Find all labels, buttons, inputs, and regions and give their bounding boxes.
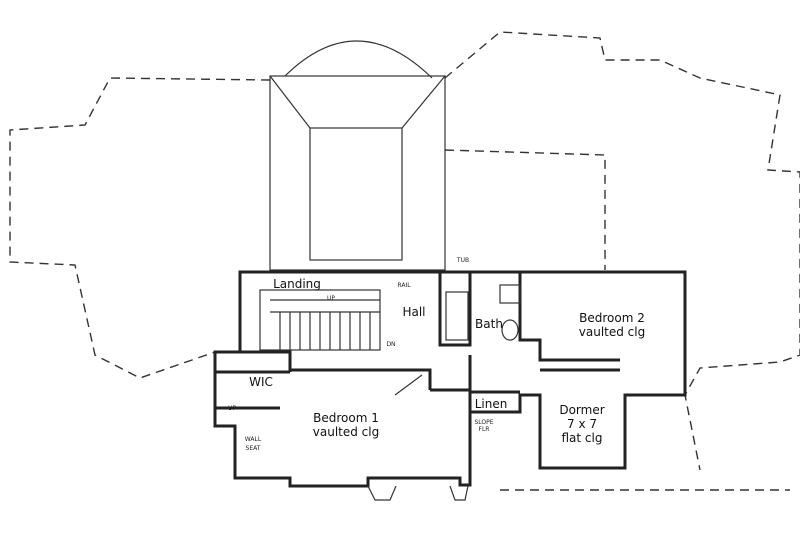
label-dormer-name: Dormer	[559, 403, 604, 417]
label-bedroom2-note: vaulted clg	[579, 325, 645, 339]
annotation-flr: FLR	[479, 426, 490, 433]
label-hall: Hall	[402, 305, 425, 319]
label-landing: Landing	[273, 277, 321, 291]
open-to-below-outer	[269, 75, 446, 271]
annotation-dn: DN	[386, 341, 395, 348]
bay-nub	[367, 485, 469, 501]
door-swing	[394, 374, 423, 396]
annotation-rail: RAIL	[397, 282, 411, 289]
label-bedroom2-name: Bedroom 2	[579, 311, 645, 325]
bathtub	[445, 291, 469, 341]
interior-walls	[215, 272, 620, 412]
label-bedroom1-name: Bedroom 1	[313, 411, 379, 425]
label-dormer-size: 7 x 7	[567, 417, 597, 431]
open-to-below-diagonals	[269, 75, 446, 129]
stairs	[259, 289, 381, 351]
annotation-wall: WALL	[245, 436, 262, 443]
annotation-slope: SLOPE	[474, 419, 493, 426]
label-wic: WIC	[249, 375, 273, 389]
exterior-wall	[213, 270, 687, 488]
label-dormer-note: flat clg	[562, 431, 603, 445]
roof-ridge-outline	[444, 149, 606, 270]
toilet	[501, 319, 519, 341]
annotation-seat: SEAT	[246, 445, 261, 452]
annotation-tub: TUB	[456, 257, 469, 264]
label-bedroom1-note: vaulted clg	[313, 425, 379, 439]
roof-outline	[9, 31, 800, 491]
label-linen: Linen	[475, 397, 508, 411]
open-to-below-inner	[309, 127, 403, 261]
annotation-up-closet: UP	[228, 405, 236, 412]
annotation-up: UP	[327, 295, 335, 302]
arched-window	[284, 40, 433, 79]
sink-counter	[499, 284, 521, 304]
stair-treads	[270, 299, 380, 350]
label-bath: Bath	[475, 317, 503, 331]
